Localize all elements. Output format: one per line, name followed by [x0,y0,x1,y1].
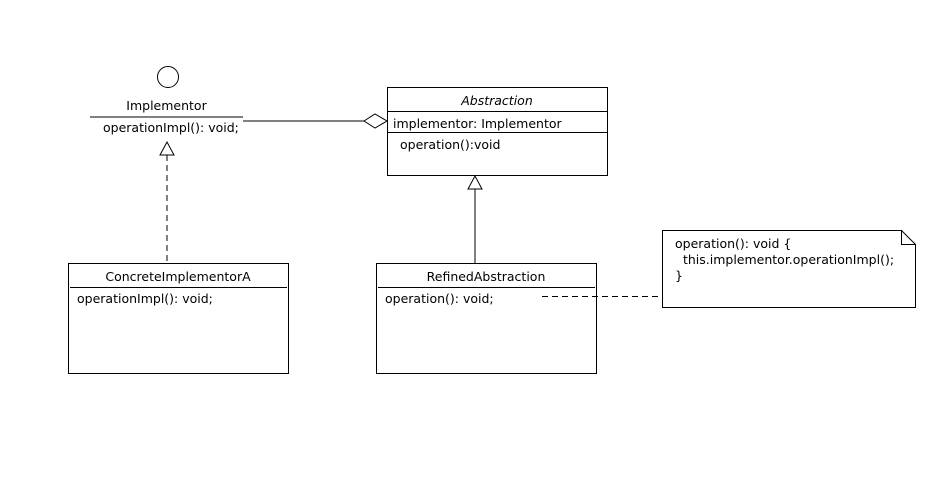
abstraction-box[interactable] [387,87,608,176]
implementor-name: Implementor [126,98,207,113]
concrete-implementor-a-name: ConcreteImplementorA [105,269,251,284]
concrete-implementor-a-method: operationImpl(): void; [77,291,213,306]
note-line-1: operation(): void { [675,236,792,251]
aggregation-diamond [363,113,388,129]
realization-arrowhead [159,140,175,156]
generalization-arrowhead [467,174,483,190]
refined-abstraction-name: RefinedAbstraction [426,269,546,284]
refined-abstraction-box[interactable] [376,263,597,374]
note-line-2: this.implementor.operationImpl(); [675,252,895,267]
abstraction-attribute: implementor: Implementor [393,116,562,131]
refined-abstraction-method: operation(): void; [385,291,494,306]
interface-circle [157,66,179,88]
abstraction-name: Abstraction [461,93,533,108]
abstraction-method: operation():void [400,137,501,152]
note-fold [901,230,916,245]
concrete-implementor-a-box[interactable] [68,263,289,374]
note-box[interactable] [662,230,916,308]
implementor-method: operationImpl(): void; [103,120,239,135]
note-line-3: } [675,268,683,283]
